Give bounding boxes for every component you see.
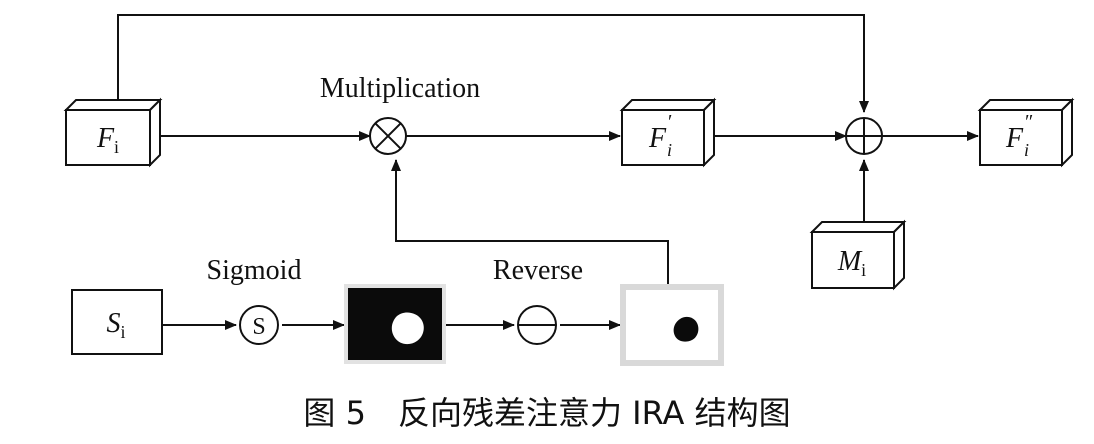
addition-operator [845, 117, 883, 155]
si-symbol: S [106, 308, 120, 339]
mi-subscript: i [861, 260, 866, 280]
mi-symbol: M [837, 246, 863, 277]
fi-dprime-subscript: i [1024, 140, 1029, 160]
fi-subscript: i [114, 137, 119, 157]
sigmoid-attention-map-image [344, 284, 446, 364]
reverse-label: Reverse [493, 255, 583, 286]
sigmoid-symbol: S [252, 314, 265, 340]
feature-box-fi-dprime: F ″ i [977, 97, 1075, 168]
sigmoid-operator: S [239, 305, 279, 345]
input-box-si: Si [71, 289, 163, 355]
fi-prime-superscript: ′ [668, 111, 672, 133]
svg-text:Si: Si [106, 308, 125, 342]
si-subscript: i [120, 322, 125, 342]
reverse-operator [517, 305, 557, 345]
sigmoid-label: Sigmoid [207, 255, 302, 286]
svg-text:Mi: Mi [837, 246, 866, 280]
reverse-to-multiply-line [391, 159, 669, 287]
feature-box-fi: Fi [63, 97, 163, 168]
fi-symbol: F [96, 123, 115, 154]
fi-prime-subscript: i [667, 140, 672, 160]
feature-box-fi-prime: F ′ i [619, 97, 717, 168]
reversed-attention-map-image [620, 284, 724, 366]
fi-dprime-symbol: F [1005, 123, 1024, 154]
multiplication-operator [369, 117, 407, 155]
figure-caption: 图 5 反向残差注意力 IRA 结构图 [303, 394, 790, 432]
multiplication-label: Multiplication [320, 73, 480, 104]
connectors [117, 14, 979, 330]
svg-text:Fi: Fi [96, 123, 119, 157]
skip-connection-line [117, 14, 869, 113]
fi-dprime-superscript: ″ [1025, 111, 1033, 133]
fi-prime-symbol: F [648, 123, 667, 154]
feature-box-mi: Mi [809, 219, 907, 291]
